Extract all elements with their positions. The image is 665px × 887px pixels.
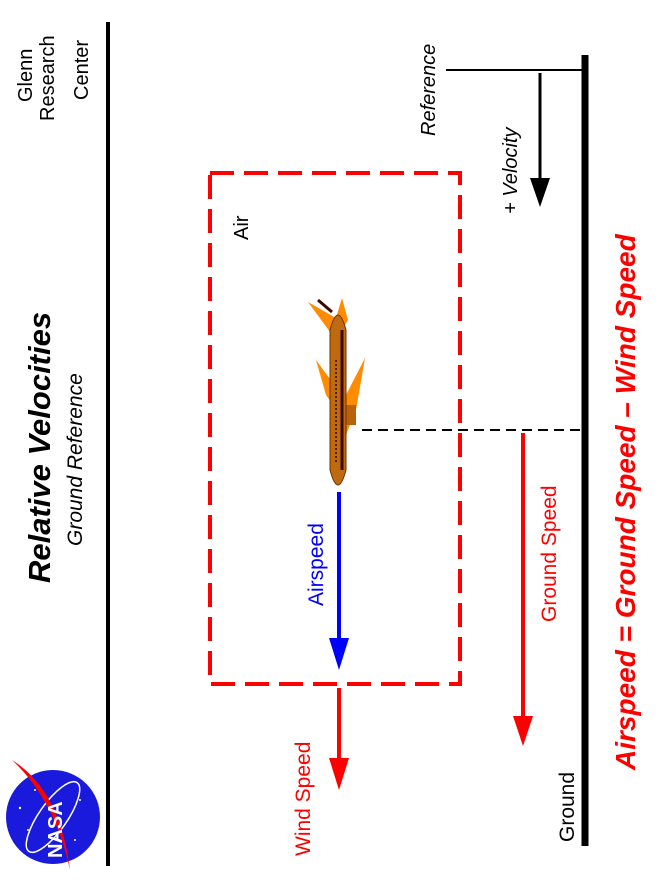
velocity-arrow-head	[530, 178, 550, 207]
air-label: Air	[231, 215, 253, 240]
page-title: Relative Velocities	[22, 311, 57, 583]
airplane-icon	[308, 298, 365, 486]
airspeed-arrow-head	[329, 638, 349, 670]
wind-speed-label: Wind Speed	[292, 741, 315, 856]
org-line-3: Center	[71, 39, 93, 100]
nasa-logo: NASA	[6, 760, 100, 870]
ground-speed-arrow-head	[513, 716, 533, 746]
velocity-label: + Velocity	[500, 127, 522, 214]
page-subtitle: Ground Reference	[64, 373, 87, 546]
air-box	[208, 171, 462, 686]
org-name: Glenn	[15, 48, 37, 102]
ground-label: Ground	[556, 771, 579, 842]
svg-text:NASA: NASA	[45, 801, 67, 858]
airspeed-label: Airspeed	[305, 523, 328, 606]
wind-speed-arrow-head	[329, 758, 349, 790]
reference-label: Reference	[418, 43, 440, 136]
org-line-1: Glenn	[15, 48, 37, 102]
airspeed-equation: Airspeed = Ground Speed – Wind Speed	[610, 234, 641, 770]
ground-speed-label: Ground Speed	[538, 485, 561, 622]
org-line-2: Research	[37, 35, 59, 121]
